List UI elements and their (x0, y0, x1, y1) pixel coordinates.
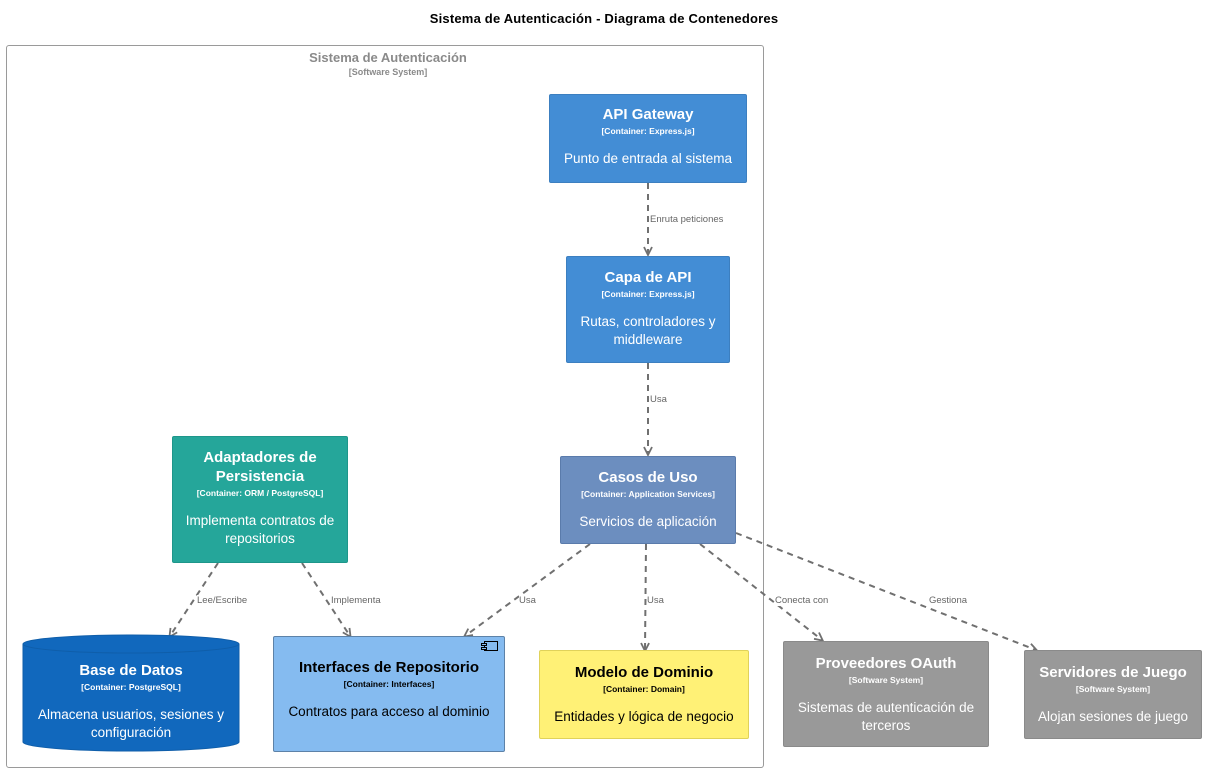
node-capa-api[interactable]: Capa de API [Container: Express.js] Ruta… (566, 256, 730, 363)
node-name: Casos de Uso (598, 469, 698, 486)
node-oauth[interactable]: Proveedores OAuth [Software System] Sist… (783, 641, 989, 747)
node-desc: Implementa contratos de repositorios (185, 513, 335, 546)
edge-label-adapt-repo: Implementa (331, 595, 381, 606)
node-name: API Gateway (602, 106, 694, 123)
node-name: Proveedores OAuth (815, 655, 957, 672)
node-type: [Container: Domain] (603, 684, 685, 694)
node-name: Servidores de Juego (1039, 664, 1187, 681)
boundary-name: Sistema de Autenticación (309, 50, 467, 65)
node-type: [Software System] (1075, 684, 1151, 694)
node-desc: Almacena usuarios, sesiones y configurac… (37, 707, 225, 740)
node-desc: Sistemas de autenticación de terceros (797, 700, 975, 733)
node-base-datos-shape (22, 634, 240, 752)
node-base-datos[interactable]: Base de Datos [Container: PostgreSQL] Al… (22, 654, 240, 750)
edge-adapt-db (170, 562, 219, 636)
node-name: Adaptadores de Persistencia (203, 449, 317, 485)
diagram-title: Sistema de Autenticación - Diagrama de C… (429, 11, 779, 26)
node-type: [Container: Express.js] (601, 289, 695, 299)
edge-label-casos-juego: Gestiona (929, 595, 968, 606)
node-desc: Punto de entrada al sistema (563, 151, 733, 166)
edge-casos-dominio (645, 543, 646, 650)
node-juego[interactable]: Servidores de Juego [Software System] Al… (1024, 650, 1202, 739)
edge-casos-oauth (699, 543, 822, 640)
component-icon (481, 641, 498, 651)
system-boundary (6, 45, 764, 768)
edge-label-adapt-db: Lee/Escribe (197, 595, 248, 606)
node-type: [Container: Application Services] (581, 489, 715, 499)
node-name: Interfaces de Repositorio (298, 659, 480, 676)
edge-casos-repo (465, 543, 591, 636)
node-casos-uso[interactable]: Casos de Uso [Container: Application Ser… (560, 456, 736, 544)
node-type: [Container: PostgreSQL] (81, 682, 181, 692)
node-type: [Container: ORM / PostgreSQL] (196, 488, 324, 498)
node-type: [Container: Interfaces] (343, 679, 435, 689)
edge-label-casos-repo: Usa (519, 595, 536, 606)
node-modelo-dominio[interactable]: Modelo de Dominio [Container: Domain] En… (539, 650, 749, 739)
node-adaptadores[interactable]: Adaptadores de Persistencia [Container: … (172, 436, 348, 563)
node-type: [Software System] (848, 675, 924, 685)
edge-label-gateway-api: Enruta peticiones (650, 214, 724, 225)
node-type: [Container: Express.js] (601, 126, 695, 136)
node-desc: Alojan sesiones de juego (1037, 709, 1189, 724)
node-name: Capa de API (604, 269, 692, 286)
node-name: Base de Datos (79, 662, 183, 679)
node-desc: Rutas, controladores y middleware (580, 314, 716, 347)
node-api-gateway[interactable]: API Gateway [Container: Express.js] Punt… (549, 94, 747, 183)
node-interfaces-repo[interactable]: Interfaces de Repositorio [Container: In… (273, 636, 505, 752)
boundary-type: [Software System] (348, 67, 428, 77)
node-desc: Servicios de aplicación (579, 514, 717, 529)
node-name: Modelo de Dominio (574, 664, 714, 681)
edge-casos-juego (735, 532, 1036, 650)
edge-label-casos-dominio: Usa (647, 595, 664, 606)
edge-label-api-casos: Usa (650, 394, 667, 405)
node-desc: Contratos para acceso al dominio (288, 704, 490, 719)
edge-label-casos-oauth: Conecta con (775, 595, 829, 606)
node-desc: Entidades y lógica de negocio (554, 709, 734, 724)
edge-adapt-repo (301, 562, 350, 636)
